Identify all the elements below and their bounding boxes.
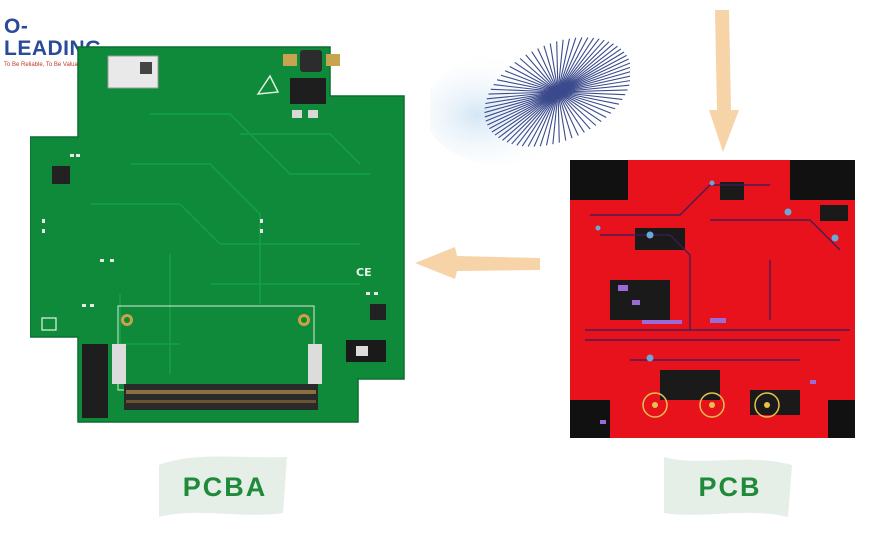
sunburst-ray [506, 91, 559, 143]
sunburst-ray [484, 91, 559, 118]
sunburst-ray [557, 91, 620, 105]
pcba-label-text: PCBA [182, 472, 268, 502]
sunburst-ray [557, 89, 628, 93]
sunburst-ray [557, 51, 625, 93]
sunburst-ray [484, 91, 559, 109]
sunburst-ray [498, 91, 559, 139]
sunburst-ray [557, 91, 579, 136]
sunburst-ray [557, 84, 630, 93]
sunburst-ray [502, 91, 559, 141]
sunburst-ray [519, 58, 559, 93]
arrow-left-icon [415, 247, 540, 279]
pcb-flag-label: PCB [660, 455, 800, 521]
sunburst-ray [527, 91, 559, 147]
sunburst-ray [557, 38, 600, 93]
sunburst-ray [557, 70, 630, 93]
sunburst-ray [500, 74, 559, 93]
sunburst-ray [557, 41, 610, 93]
sunburst-ray [557, 91, 591, 130]
sunburst-ray [557, 79, 630, 93]
sunburst-ray [557, 91, 585, 133]
sunburst-ray [531, 51, 559, 93]
company-logo: O-LEADING To Be Reliable, To Be Valuable [4, 16, 124, 69]
sunburst-ray [557, 54, 627, 93]
sunburst-ray [557, 43, 614, 93]
flag-shape-icon [664, 457, 792, 517]
logo-brand: O-LEADING [4, 15, 102, 60]
pcba-board-image: CE [30, 46, 405, 423]
sunburst-ray [557, 75, 630, 93]
sunburst-ray [557, 39, 605, 93]
sunburst-ray [557, 37, 589, 93]
sunburst-ray [484, 91, 559, 114]
sunburst-ray [494, 91, 559, 136]
sunburst-graphic [430, 37, 630, 165]
sunburst-ray [539, 91, 559, 147]
sunburst-ray [488, 91, 559, 95]
sunburst-ray [491, 91, 559, 133]
sunburst-ray [509, 66, 559, 93]
sunburst-ray [486, 91, 559, 100]
sunburst-ray [521, 91, 559, 147]
sunburst-ray [557, 91, 567, 141]
sunburst-ray [516, 91, 559, 146]
flag-shape-icon [159, 456, 287, 517]
logo-tagline: To Be Reliable, To Be Valuable [4, 62, 86, 68]
sunburst-ray [525, 54, 559, 93]
sunburst-ray [557, 91, 560, 143]
pcb-layout-image [570, 160, 855, 438]
sunburst-ray [557, 91, 623, 100]
sunburst-ray [557, 91, 612, 114]
sunburst-ray [543, 45, 559, 93]
sunburst-ray [557, 39, 564, 93]
sunburst-ray [493, 84, 559, 93]
sunburst-ray [537, 48, 559, 93]
sunburst-ray [545, 91, 559, 146]
sunburst-ray [533, 91, 559, 147]
sunburst-ray [557, 48, 622, 93]
sunburst-ray [557, 37, 595, 93]
arrow-down-icon [709, 10, 739, 152]
sunburst-ray [557, 91, 616, 110]
sunburst-ray [490, 88, 559, 93]
sunburst-ray [552, 91, 559, 145]
sunburst-ray [557, 91, 626, 96]
sunburst-ray [557, 91, 597, 126]
pcba-flag-label: PCBA [155, 455, 295, 521]
sunburst-ray [556, 41, 559, 93]
sunburst-ray [487, 91, 559, 126]
sunburst-ray [557, 37, 583, 93]
sunburst-ray [557, 58, 629, 93]
sunburst-ray [496, 79, 559, 93]
sunburst-ray [485, 91, 559, 122]
sunburst-ray [489, 91, 559, 130]
sunburst-ray [504, 70, 559, 93]
sunburst-ray [557, 66, 630, 93]
sunburst-ray [557, 91, 573, 139]
sunburst-ray [557, 37, 577, 93]
svg-text:CE: CE [356, 266, 372, 279]
sunburst-ray [557, 38, 571, 93]
sunburst-ray [557, 62, 630, 93]
sunburst-ray [557, 91, 602, 123]
sunburst-ray [557, 45, 618, 93]
sunburst-ray [511, 91, 559, 145]
sunburst-ray [485, 91, 559, 105]
pcb-label-text: PCB [698, 472, 762, 502]
sunburst-ray [514, 61, 559, 93]
sunburst-ray [557, 91, 607, 118]
sunburst-ray [549, 43, 559, 93]
